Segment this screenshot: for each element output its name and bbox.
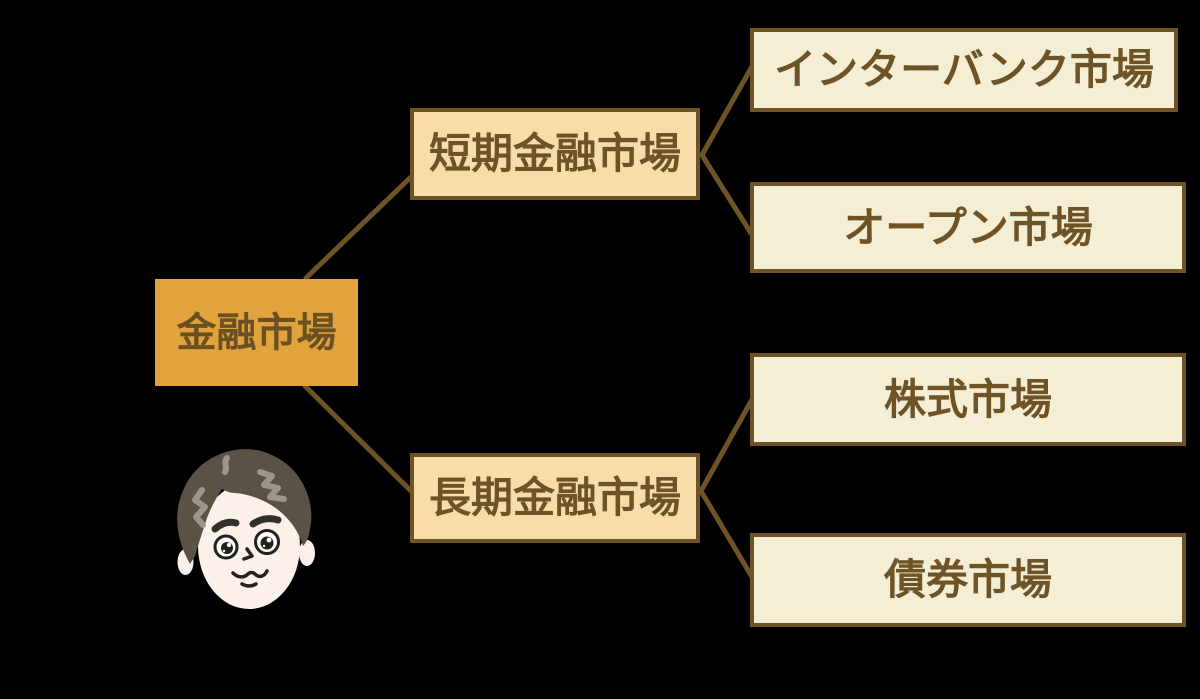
right-ear	[299, 540, 315, 566]
node-interbank-market-label: インターバンク市場	[774, 46, 1154, 93]
face-skin	[198, 483, 300, 609]
node-open-market: オープン市場	[750, 182, 1186, 273]
connector-long-to-bond	[698, 488, 755, 580]
node-bond-market-label: 債券市場	[883, 556, 1052, 603]
connector-long-to-stock	[698, 393, 757, 494]
node-financial-market: 金融市場	[155, 279, 358, 386]
hair-highlights	[192, 455, 287, 528]
hair	[177, 449, 312, 564]
node-short-term-market: 短期金融市場	[410, 108, 700, 200]
connector-short-to-open	[699, 152, 757, 241]
mouth	[231, 569, 269, 588]
node-stock-market: 株式市場	[750, 353, 1186, 446]
nose	[242, 547, 254, 561]
node-interbank-market: インターバンク市場	[750, 28, 1178, 112]
man-face-icon	[177, 449, 315, 609]
node-long-term-market: 長期金融市場	[410, 453, 700, 543]
connector-short-to-interbank	[699, 60, 757, 158]
node-stock-market-label: 株式市場	[883, 375, 1052, 423]
connector-root-to-long-term	[302, 383, 415, 495]
node-long-term-market-label: 長期金融市場	[428, 474, 681, 521]
node-bond-market: 債券市場	[750, 533, 1186, 627]
eyebrows	[211, 515, 282, 533]
node-short-term-market-label: 短期金融市場	[428, 130, 681, 177]
connector-root-to-short-term	[303, 173, 415, 281]
eyes	[213, 529, 280, 560]
node-financial-market-label: 金融市場	[176, 310, 337, 355]
node-open-market-label: オープン市場	[843, 203, 1093, 251]
